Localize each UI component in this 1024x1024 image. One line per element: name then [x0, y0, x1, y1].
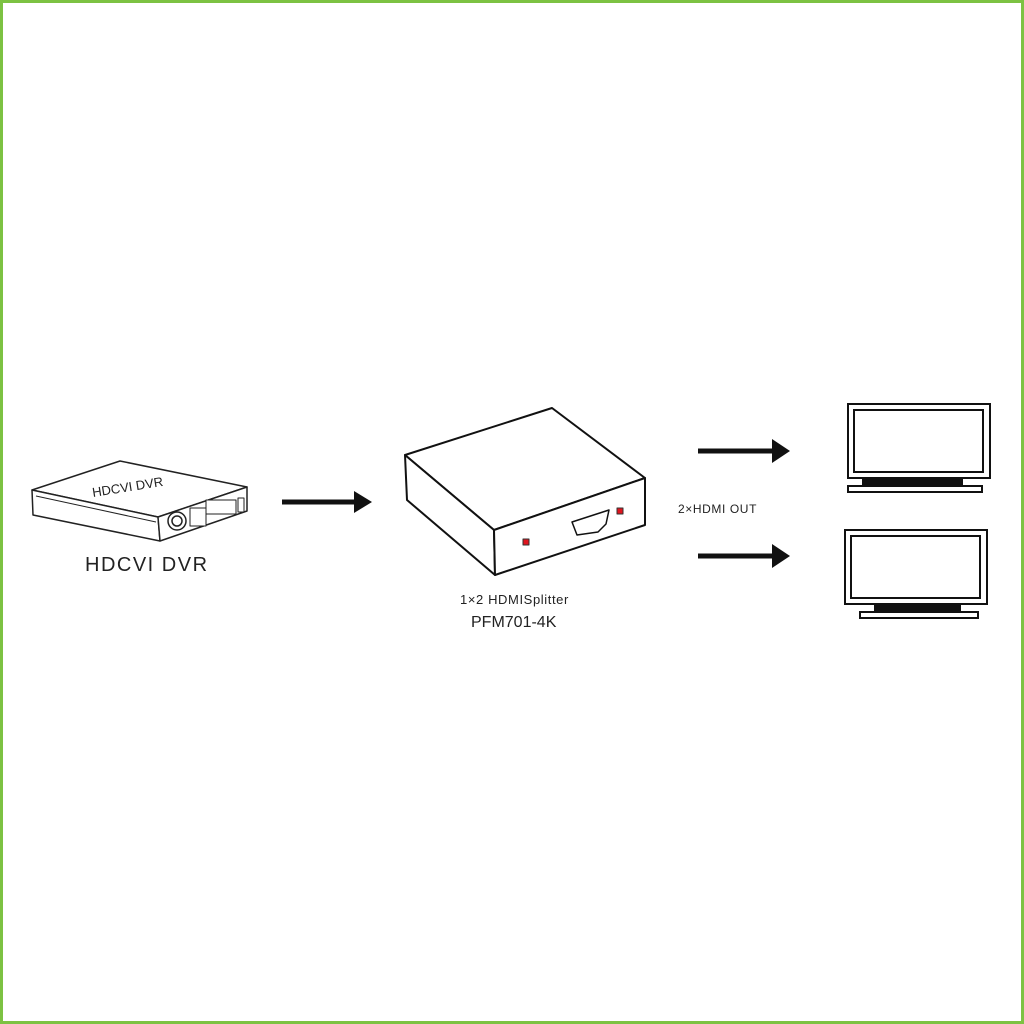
arrow-to-monitor-1 — [698, 439, 790, 463]
dvr-caption: HDCVI DVR — [85, 554, 209, 576]
splitter-caption-line1: 1×2 HDMISplitter — [460, 592, 569, 607]
dvr-device — [31, 460, 248, 542]
monitor-1 — [847, 403, 991, 493]
led-left — [522, 538, 530, 546]
arrow-to-monitor-2 — [698, 544, 790, 568]
hdmi-out-label: 2×HDMI OUT — [678, 502, 758, 516]
hdmi-port — [571, 509, 610, 536]
splitter-device — [404, 407, 646, 576]
led-right — [616, 507, 624, 515]
monitor-2 — [844, 529, 988, 619]
arrow-dvr-to-splitter — [282, 491, 372, 513]
splitter-model: PFM701-4K — [471, 614, 557, 631]
